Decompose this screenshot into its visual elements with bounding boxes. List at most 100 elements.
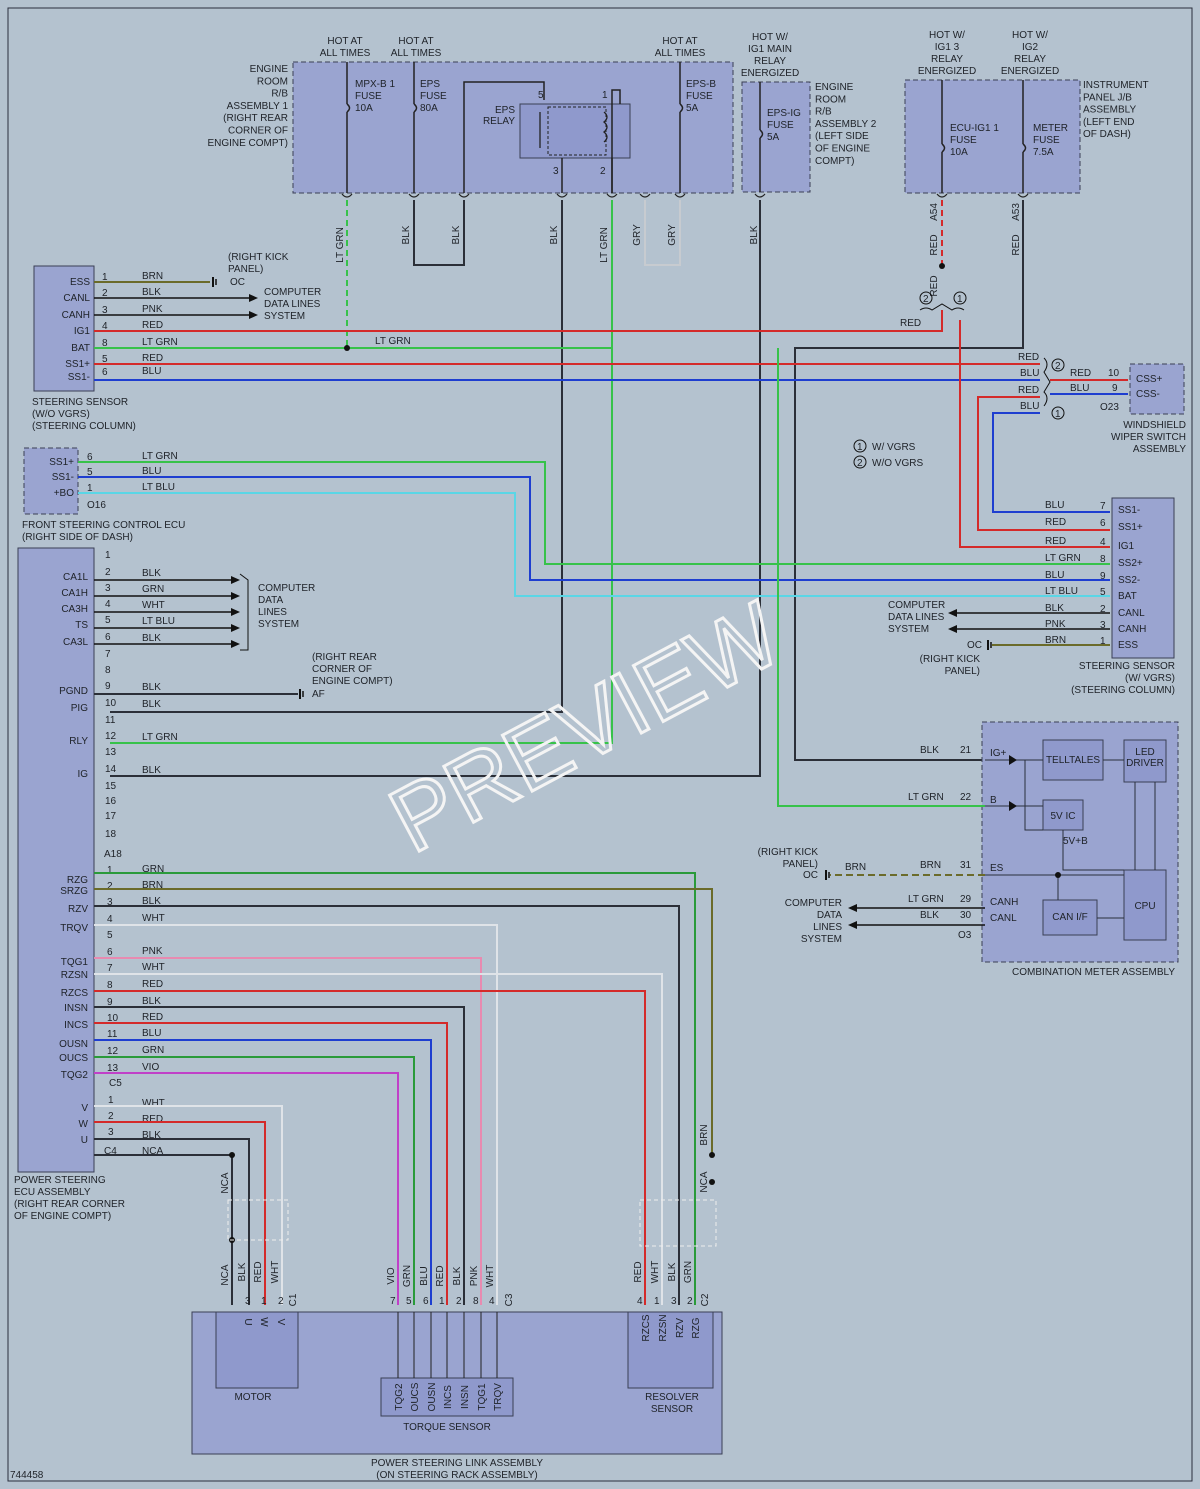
- engine-room-rb1-label-line-1: ROOM: [257, 76, 288, 87]
- c3-color-4: BLK: [452, 1266, 463, 1285]
- ss-wo-pin-color-1: BLK: [142, 287, 161, 298]
- eps-relay-label-line-0: EPS: [495, 105, 515, 116]
- c3-name-1: OUCS: [410, 1382, 421, 1411]
- wiper-switch-label-line-1: WIPER SWITCH: [1111, 432, 1186, 443]
- css-pin-10: 10: [1108, 368, 1120, 379]
- top-wire-label-2: BLK: [451, 225, 462, 244]
- ps-a18-num-4: 5: [105, 615, 111, 626]
- hot-label-4-line-1: IG1 MAIN: [748, 44, 792, 55]
- preview-watermark: PREVIEW: [374, 583, 797, 872]
- ps-c5-num-2: 3: [107, 897, 113, 908]
- wiper-code-o23: O23: [1100, 402, 1119, 413]
- fuse-mpxb1-label-line-1: FUSE: [355, 91, 382, 102]
- srzg-brn-label: BRN: [699, 1124, 710, 1145]
- ps-c5-num-6: 7: [107, 963, 113, 974]
- hot-label-4-line-2: RELAY: [754, 56, 786, 67]
- top-wire-label-9: RED: [1011, 234, 1022, 255]
- fuse-meter-label-line-2: 7.5A: [1033, 147, 1054, 158]
- c2-name-1: RZSN: [658, 1314, 669, 1341]
- ps-c5-name-10: OUCS: [59, 1053, 88, 1064]
- ps-c4-name-1: W: [79, 1119, 89, 1130]
- ps-a18-color-8: BLK: [142, 682, 161, 693]
- fuse-ecuig11-symbol: [941, 143, 946, 153]
- front-ecu-pin-name-1: SS1-: [52, 472, 74, 483]
- ps-a18-name-11: RLY: [69, 736, 88, 747]
- ps-a18-name-2: CA1H: [61, 588, 88, 599]
- ss-w-pin-color-4: BLU: [1045, 570, 1064, 581]
- wire-front-ss1p: [78, 461, 1110, 565]
- ss-w-cdl-label-line-0: COMPUTER: [888, 600, 945, 611]
- led-driver-label-line-0: LED: [1135, 747, 1154, 758]
- meter-diode-1: [1009, 801, 1017, 811]
- ps-ecu-label-line-0: POWER STEERING: [14, 1175, 106, 1186]
- c3-pin-5: 8: [473, 1296, 479, 1307]
- ss-wo-pin-name-0: ESS: [70, 277, 90, 288]
- ps-a18-name-9: PIG: [71, 703, 88, 714]
- splice-wire-label-0: RED: [1018, 352, 1039, 363]
- fuse-epsig-label-line-1: FUSE: [767, 120, 794, 131]
- ss-w-pin-num-2: 4: [1100, 537, 1106, 548]
- engine-room-rb1-label-line-6: ENGINE COMPT): [207, 138, 288, 149]
- ps-c4-code: C4: [104, 1146, 117, 1157]
- ps-a18-num-15: 16: [105, 796, 117, 807]
- ss-w-pin-num-5: 5: [1100, 587, 1106, 598]
- ss-w-pin-name-7: CANH: [1118, 624, 1146, 635]
- ps-a18-num-13: 14: [105, 764, 117, 775]
- relay-pin-2: 2: [600, 166, 606, 177]
- engine-room-rb2-label-line-6: COMPT): [815, 156, 854, 167]
- c3-pin-0: 7: [390, 1296, 396, 1307]
- ps-c5-color-12: VIO: [142, 1062, 159, 1073]
- ss-wo-pin-num-0: 1: [102, 272, 108, 283]
- ps-c4-color-1: RED: [142, 1114, 163, 1125]
- wire-c5-ousn: [94, 1039, 432, 1305]
- hot-label-1-line-0: HOT AT: [327, 36, 362, 47]
- front-ecu-pin-num-2: 1: [87, 483, 93, 494]
- ss-w-pin-num-6: 2: [1100, 604, 1106, 615]
- shield-c2: [639, 1199, 717, 1247]
- wire-c4-w: [94, 1121, 266, 1305]
- c2-code: C2: [700, 1293, 711, 1306]
- ss-w-pin-color-2: RED: [1045, 536, 1066, 547]
- ps-c5-color-0: GRN: [142, 864, 164, 875]
- ps-c5-num-12: 13: [107, 1063, 119, 1074]
- top-wire-label-0: LT GRN: [335, 227, 346, 263]
- front-ecu-pin-num-1: 5: [87, 467, 93, 478]
- engine-room-rb1-label-line-2: R/B: [271, 89, 288, 100]
- ps-c5-name-9: OUSN: [59, 1039, 88, 1050]
- ss-wo-pin-name-5: SS1+: [65, 359, 90, 370]
- ss-w-pin-num-8: 1: [1100, 636, 1106, 647]
- wire-blk-ig: [110, 200, 761, 777]
- legend-num-0: 1: [857, 442, 863, 453]
- front-ecu-pin-name-0: SS1+: [49, 457, 74, 468]
- ss-wo-pin-name-4: BAT: [71, 343, 90, 354]
- c3-name-2: OUSN: [427, 1383, 438, 1412]
- ps-a18-num-3: 4: [105, 599, 111, 610]
- engine-room-rb1-box: [292, 61, 734, 194]
- fuse-ecuig11-label-line-2: 10A: [950, 147, 968, 158]
- ss-w-pin-num-3: 8: [1100, 554, 1106, 565]
- ss-w-pin-color-1: RED: [1045, 517, 1066, 528]
- hot-label-6-line-3: ENERGIZED: [1001, 66, 1059, 77]
- ps-c5-num-0: 1: [107, 865, 113, 876]
- meter-cdl-label-line-3: SYSTEM: [801, 934, 842, 945]
- wire-ss-w-ss1m: [992, 412, 1110, 513]
- connector-cap-9: [1017, 193, 1029, 198]
- ps-c5-num-1: 2: [107, 881, 113, 892]
- ps-c5-name-0: RZG: [67, 875, 88, 886]
- instrument-jb-label-line-4: OF DASH): [1083, 129, 1131, 140]
- hot-label-5-line-2: RELAY: [931, 54, 963, 65]
- connector-cap-7: [754, 193, 766, 198]
- instrument-jb-label-line-3: (LEFT END: [1083, 117, 1135, 128]
- meter-diode-0: [1009, 755, 1017, 765]
- wire-c4-u: [94, 1138, 250, 1305]
- wire-gry-loop: [644, 200, 681, 266]
- hot-label-2-line-1: ALL TIMES: [391, 48, 442, 59]
- relay-feed-5: [463, 81, 545, 193]
- ps-c5-name-2: RZV: [68, 904, 88, 915]
- c3-name-4: INSN: [460, 1385, 471, 1409]
- connector-a53: A53: [1011, 203, 1022, 221]
- top-wire-label-5: GRY: [632, 224, 643, 246]
- resolver-label-line-0: RESOLVER: [645, 1392, 699, 1403]
- marker-2-top: [919, 291, 933, 305]
- wire-front-bo: [78, 492, 1110, 597]
